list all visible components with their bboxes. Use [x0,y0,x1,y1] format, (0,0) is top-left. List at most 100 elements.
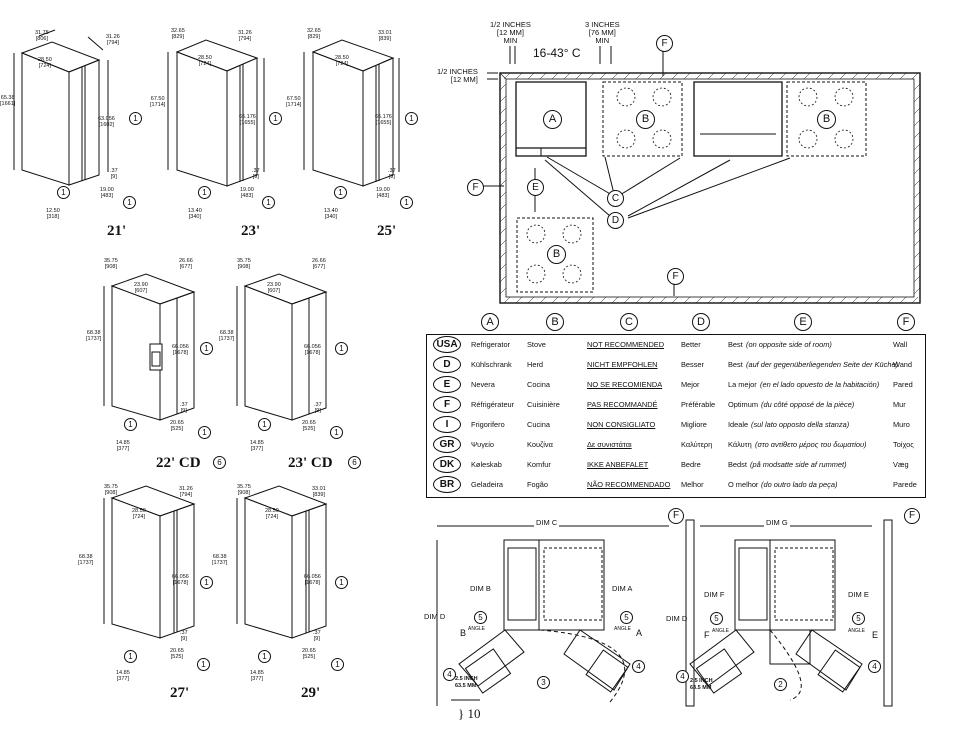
legend-cell-e-note: (στο αντίθετο μέρος του δωματίου) [755,440,867,449]
legend-cell-b: Κουζίνα [527,440,553,449]
cabinet-22cd [103,273,196,421]
dim-depth: 33.01 [839] [378,30,392,42]
legend-cell-d: Mejor [681,380,700,389]
legend-cell-e-note: (en el lado opuesto de la habitación) [760,380,880,389]
model-label-23: 23' [241,223,261,239]
legend-cell-d: Besser [681,360,705,369]
dim-base: 13.40 [340] [324,208,338,220]
callout-1-icon: 1 [400,196,413,209]
language-badge: BR [433,476,461,493]
legend-cell-e-note: (sul lato opposto della stanza) [751,420,850,429]
dim-base: 12.50 [318] [46,208,60,220]
callout-3-icon: 3 [537,676,550,689]
callout-1-icon: 1 [258,650,271,663]
legend-cell-b: Herd [527,360,544,369]
dim-hinge-height: 65.176 [1655] [239,114,256,126]
dim-side: 20.65 [525] [170,648,184,660]
legend-header-d: D [692,313,710,331]
dim-d-label: DIM D [666,614,688,623]
callout-1-icon: 1 [198,426,211,439]
callout-5-icon: 5 [620,611,633,624]
label-d-icon: D [607,212,624,229]
floor-plan [474,46,921,304]
dim-depth: 26.66 [677] [312,258,326,270]
dim-interior: 28.50 [724] [265,508,279,520]
cabinet-27 [103,485,196,639]
callout-1-icon: 1 [331,658,344,671]
angle-label: ANGLE [468,626,485,632]
dim-side: 20.65 [525] [302,420,316,432]
dim-gap: .37 [9] [252,168,260,180]
callout-1-icon: 1 [334,186,347,199]
callout-6-icon: 6 [348,456,361,469]
callout-5-icon: 5 [474,611,487,624]
callout-1-icon: 1 [262,196,275,209]
callout-1-icon: 1 [330,426,343,439]
angle-b-label: B [460,628,467,638]
callout-1-icon: 1 [124,418,137,431]
label-b-icon: B [636,110,655,129]
legend-cell-e: Ideale [728,420,749,429]
model-label-27: 27' [170,685,190,701]
legend-cell-a: Ψυγείο [471,440,494,449]
legend-cell-e-note: (on opposite side of room) [746,340,832,349]
dim-side: 20.65 [525] [302,648,316,660]
dim-height: 68.38 [1737] [212,554,228,566]
model-label-21: 21' [107,223,127,239]
legend-cell-e: O melhor [728,480,759,489]
callout-1-icon: 1 [335,342,348,355]
dim-height: 68.38 [1737] [86,330,102,342]
callout-1-icon: 1 [124,650,137,663]
clearance-side-label: 1/2 INCHES [12 MM] [437,67,478,84]
dim-interior: 28.50 [724] [132,508,146,520]
cabinet-25 [303,39,400,187]
inch-clearance-label: 2.5 INCH 63.5 MM [690,678,713,691]
callout-1-icon: 1 [269,112,282,125]
dim-base: 14.85 [377] [250,440,264,452]
legend-cell-f: Wand [893,360,913,369]
dim-width: 35.75 [908] [237,484,251,496]
label-e-icon: E [527,179,544,196]
label-f-icon: F [668,508,684,524]
dim-side: 19.00 [483] [376,187,390,199]
legend-cell-e-note: (på modsatte side af rummet) [750,460,847,469]
legend-cell-c: NO SE RECOMIENDA [587,380,663,389]
legend-header-a: A [481,313,499,331]
legend-cell-a: Geladeira [471,480,504,489]
language-badge: D [433,356,461,373]
callout-4-icon: 4 [443,668,456,681]
legend-cell-d: Melhor [681,480,704,489]
legend-cell-c: IKKE ANBEFALET [587,460,649,469]
legend-cell-e: Best [728,340,743,349]
label-b-icon: B [817,110,836,129]
cabinet-23cd [236,273,328,421]
dim-base: 13.40 [340] [188,208,202,220]
label-f-icon: F [904,508,920,524]
language-badge: I [433,416,461,433]
dim-width: 32.65 [829] [171,28,185,40]
legend-cell-f: Væg [893,460,909,469]
dim-height: 68.38 [1737] [78,554,94,566]
dim-height: 65.38 [1661] [0,95,16,107]
label-f-icon: F [467,179,484,196]
legend-cell-e-note: (auf der gegenüberliegenden Seite der Kü… [746,360,899,369]
legend-cell-c: NICHT EMPFOHLEN [587,360,658,369]
angle-a-label: A [636,628,643,638]
callout-1-icon: 1 [57,186,70,199]
legend-cell-e-note: (du côté opposé de la pièce) [761,400,855,409]
dim-base: 14.85 [377] [250,670,264,682]
callout-1-icon: 1 [200,342,213,355]
dim-hinge-height: 66.056 [1678] [172,574,189,586]
legend-cell-e: Best [728,360,743,369]
legend-cell-f: Τοίχος [893,440,914,449]
dim-depth: 31.26 [794] [179,486,193,498]
dim-base: 14.85 [377] [116,440,130,452]
callout-1-icon: 1 [129,112,142,125]
dim-b-label: DIM B [470,584,491,593]
angle-f-label: F [704,630,710,640]
dim-height: 67.50 [1714] [150,96,166,108]
legend-cell-c: NOT RECOMMENDED [587,340,665,349]
dim-width: 35.75 [908] [104,484,118,496]
